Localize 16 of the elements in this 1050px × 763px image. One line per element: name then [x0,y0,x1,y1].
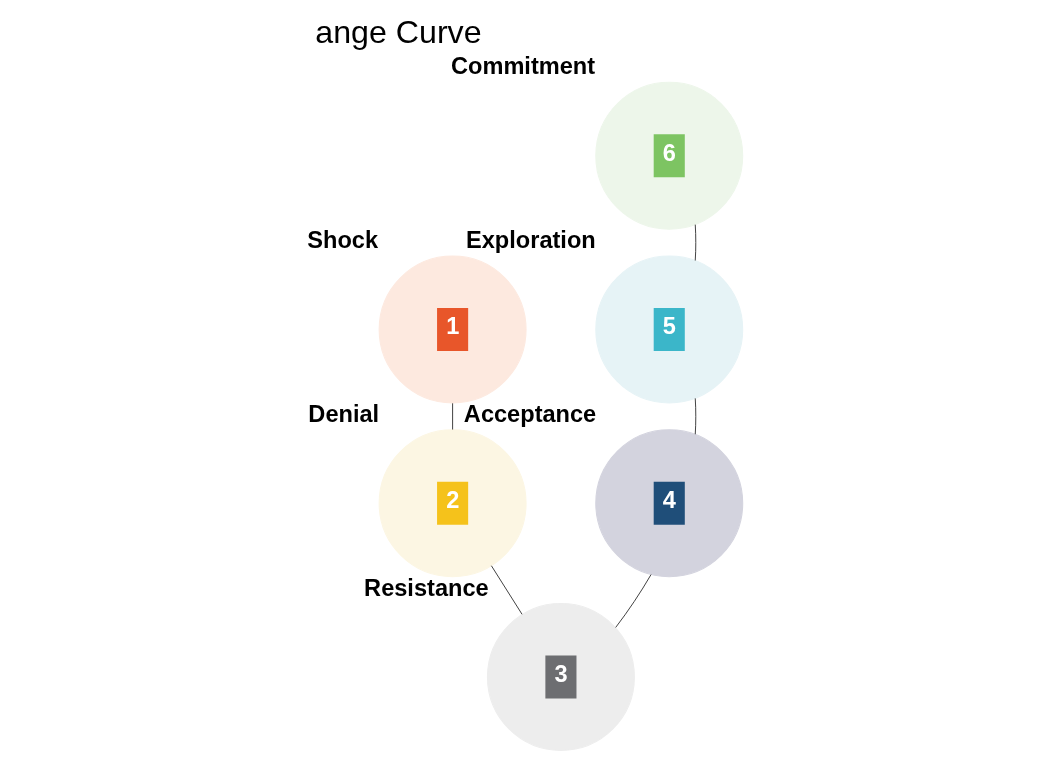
connector [491,565,523,615]
node-circle: 5 [595,255,744,404]
connector [452,402,454,430]
node-label: Shock [307,227,379,254]
node-label: Commitment [451,53,596,80]
connector [694,397,697,435]
node-circle: 4 [595,429,744,578]
node-label: Denial [308,400,380,427]
node-label: Exploration [466,227,596,254]
node-circle: 3 [486,602,635,751]
connector [615,574,652,628]
node-circle: 6 [595,81,744,230]
node-circle: 2 [378,429,527,578]
connector [694,224,697,261]
diagram-title: ange Curve [315,13,482,50]
node-circle: 1 [378,255,527,404]
